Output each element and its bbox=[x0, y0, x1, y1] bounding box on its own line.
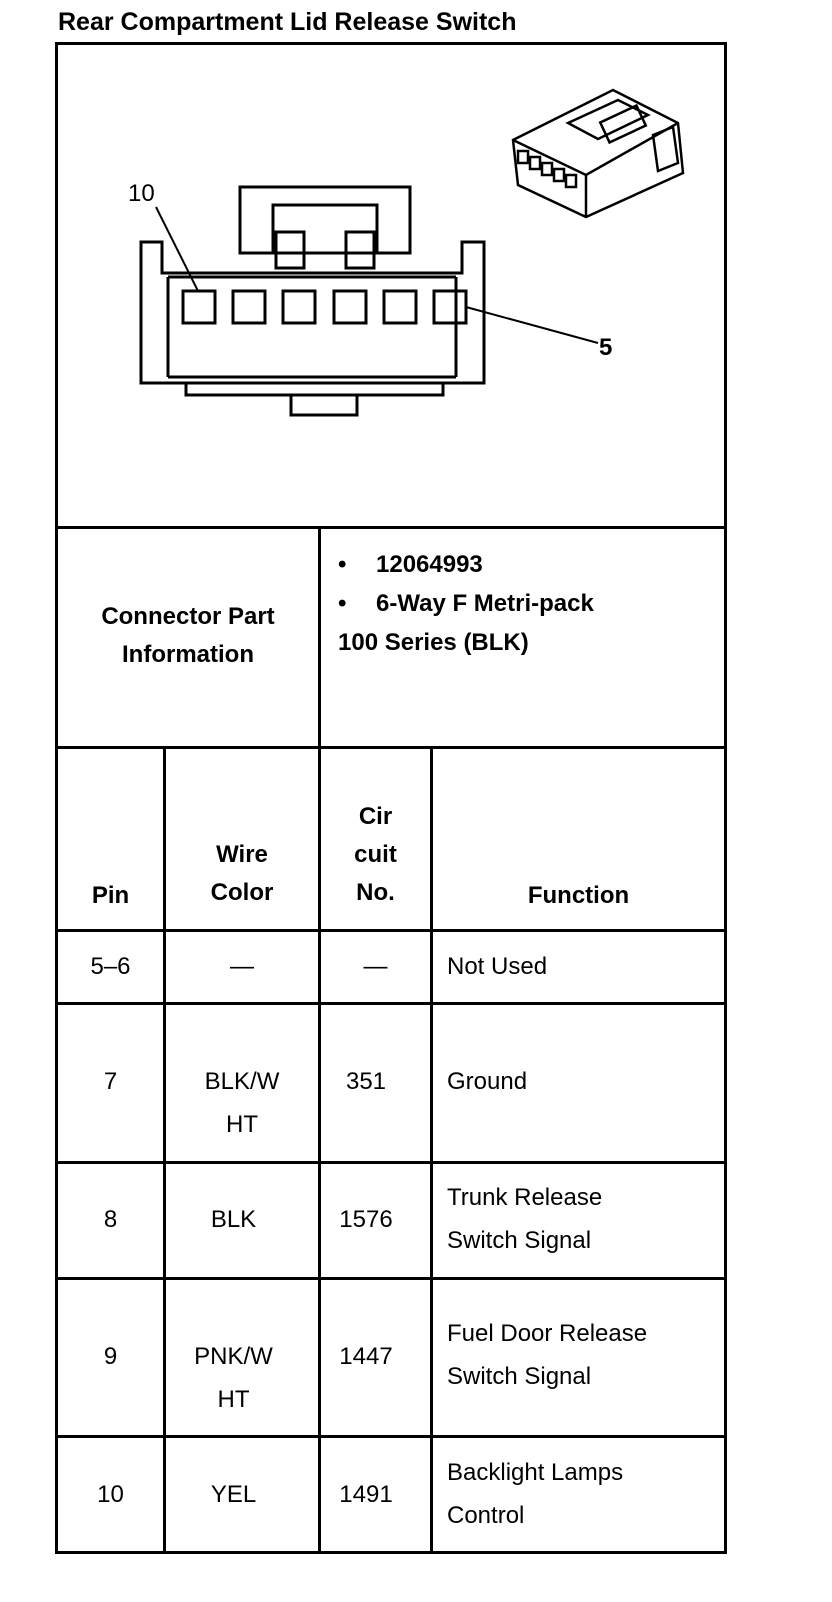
circuit-cell: — bbox=[363, 953, 388, 980]
connector-info-value: •12064993 •6-Way F Metri-pack 100 Series… bbox=[338, 545, 594, 662]
wire-color-cell: BLK/W HT bbox=[204, 1068, 280, 1138]
header-wire-color: Wire Color bbox=[210, 841, 274, 906]
connector-6-way-icon bbox=[511, 88, 685, 219]
wire-color-cell: PNK/W HT bbox=[194, 1343, 273, 1413]
header-circuit-no: Cir cuit No. bbox=[354, 803, 397, 906]
pin-cell: 10 bbox=[97, 1481, 124, 1508]
header-function: Function bbox=[527, 882, 630, 909]
function-cell: Backlight Lamps Control bbox=[447, 1459, 624, 1529]
connector-series: 100 Series (BLK) bbox=[338, 629, 529, 656]
circuit-cell: 351 bbox=[345, 1068, 387, 1095]
connector-description: 6-Way F Metri-pack bbox=[376, 590, 594, 617]
header-pin: Pin bbox=[91, 882, 130, 909]
divider bbox=[55, 526, 727, 529]
circuit-cell: 1576 bbox=[339, 1206, 393, 1233]
connector-info-label: Connector Part Information bbox=[101, 603, 275, 668]
divider bbox=[55, 1161, 727, 1164]
function-cell: Not Used bbox=[447, 953, 548, 980]
function-cell: Ground bbox=[447, 1068, 528, 1095]
wire-color-cell: BLK bbox=[210, 1206, 257, 1233]
circuit-cell: 1447 bbox=[339, 1343, 393, 1370]
divider bbox=[55, 1002, 727, 1005]
pin-10-label: 10 bbox=[128, 180, 155, 207]
connector-table-frame bbox=[55, 42, 727, 1554]
divider bbox=[163, 746, 166, 1554]
function-cell: Trunk Release Switch Signal bbox=[447, 1184, 603, 1254]
part-number: 12064993 bbox=[376, 551, 483, 578]
pin-cell: 8 bbox=[103, 1206, 118, 1233]
circuit-cell: 1491 bbox=[339, 1481, 393, 1508]
divider bbox=[55, 746, 727, 749]
pin-cell: 7 bbox=[103, 1068, 118, 1095]
divider bbox=[318, 526, 321, 1554]
pin-cell: 9 bbox=[103, 1343, 118, 1370]
wire-color-cell: — bbox=[230, 953, 254, 980]
pin-cell: 5–6 bbox=[90, 953, 131, 980]
pin-5-label: 5 bbox=[599, 334, 612, 361]
divider bbox=[55, 929, 727, 932]
wire-color-cell: YEL bbox=[210, 1481, 257, 1508]
divider bbox=[55, 1435, 727, 1438]
function-cell: Fuel Door Release Switch Signal bbox=[447, 1320, 648, 1390]
divider bbox=[55, 1277, 727, 1280]
connector-diagram: 10 5 bbox=[128, 88, 685, 417]
page-title: Rear Compartment Lid Release Switch bbox=[58, 8, 517, 36]
divider bbox=[430, 746, 433, 1554]
